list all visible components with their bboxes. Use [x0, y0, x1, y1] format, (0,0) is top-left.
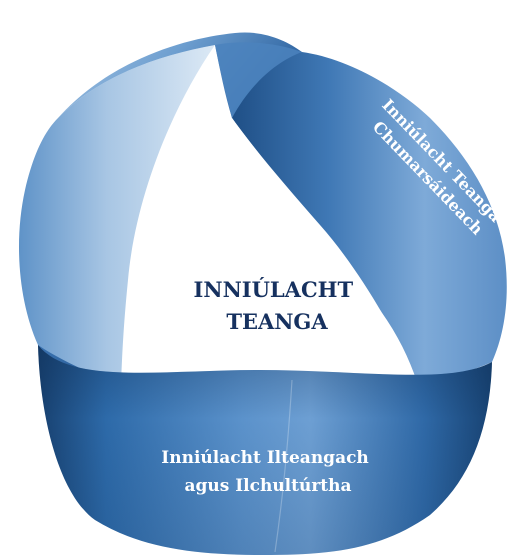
center-title-line1: INNIÚLACHT	[194, 277, 354, 302]
svg-text:Inniúlacht Ilteangach agus: Inniúlacht Ilteangach agus Ilchultúrtha	[161, 448, 374, 496]
center-title-line2: TEANGA	[226, 309, 328, 334]
svg-text:INNIÚLACHT TEANGA: INNIÚLACHT TEANGA	[194, 277, 361, 334]
band-top-inner	[215, 42, 302, 118]
band-left	[18, 45, 216, 385]
band-bottom-shade	[38, 345, 492, 555]
bottom-band-label-line1: Inniúlacht Ilteangach	[161, 448, 369, 468]
inner-triangle	[121, 118, 418, 385]
band-bottom-seam	[274, 379, 293, 553]
bottom-band-label-line2: agus Ilchultúrtha	[184, 476, 351, 496]
band-right	[232, 52, 507, 385]
